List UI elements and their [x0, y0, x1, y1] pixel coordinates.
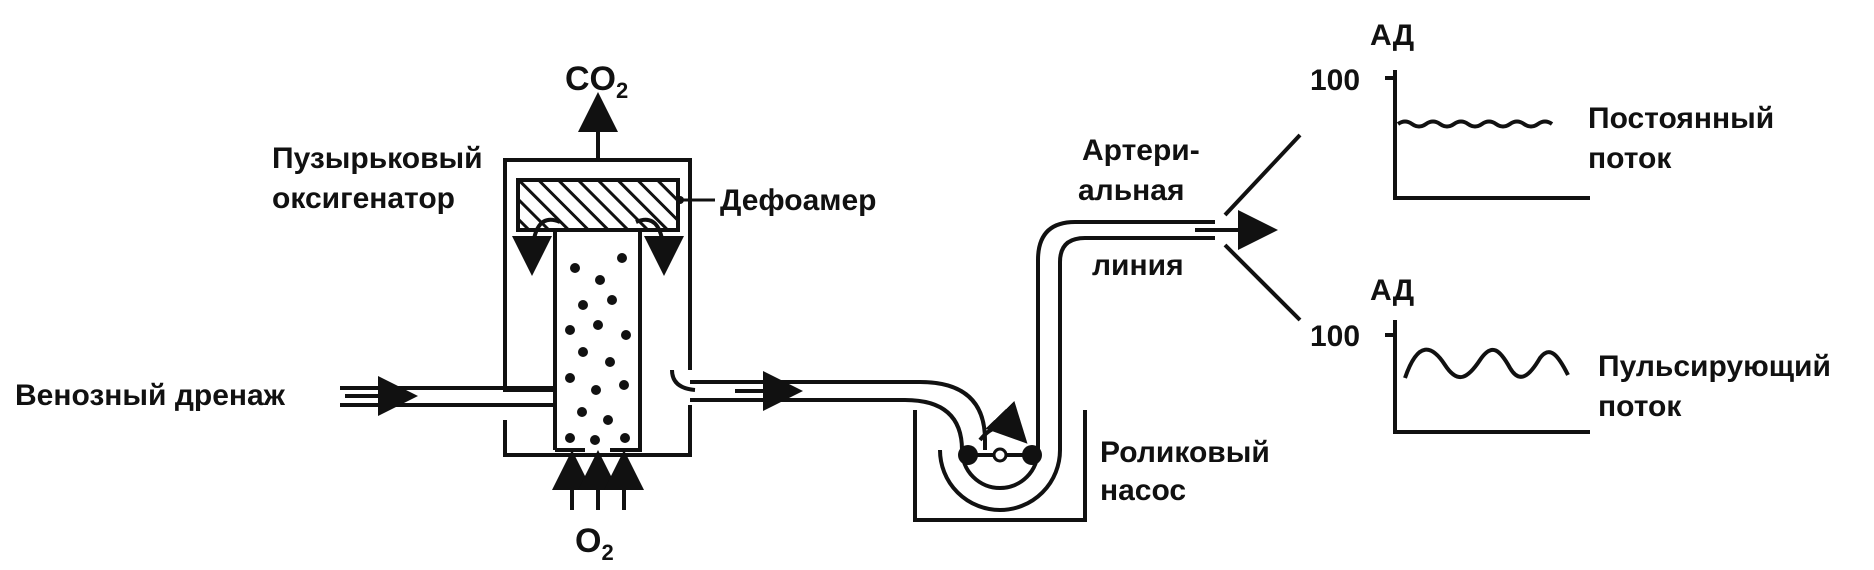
bubble: [593, 320, 603, 330]
arterial-tube-inner-wall: [1058, 236, 1215, 450]
roller-pump-label-line1: Роликовый: [1100, 436, 1270, 469]
outlet-tube-lower-wall: [690, 398, 964, 451]
bubble: [620, 433, 630, 443]
oxygenator-label-line1: Пузырьковый: [272, 142, 483, 175]
graph-pulsatile-axes: [1393, 320, 1590, 434]
defoamer-arches: [512, 217, 684, 276]
roller-pump-label-line2: насос: [1100, 474, 1186, 507]
o2-label: O2: [575, 522, 614, 565]
graph-pulsatile-series-label-line2: поток: [1598, 390, 1682, 423]
co2-label-main: CO: [565, 60, 616, 98]
bubble: [621, 330, 631, 340]
arterial-line-label-line1: Артери-: [1082, 134, 1200, 167]
defoamer-pointer-dot: [676, 196, 684, 204]
o2-label-subscript: 2: [601, 540, 613, 565]
bubble: [595, 275, 605, 285]
connector-to-pulsatile-graph: [1223, 243, 1302, 322]
bubble: [617, 253, 627, 263]
graph-pulsatile-series-label-line1: Пульсирующий: [1598, 350, 1831, 383]
oxygenator-outlet-tube: [670, 369, 987, 451]
arterial-line-label-line2: альная: [1078, 174, 1185, 207]
bubble: [591, 385, 601, 395]
outlet-inner-hook: [670, 369, 696, 392]
pump-housing: [913, 410, 1087, 522]
roller-pump: [913, 401, 1087, 522]
bubble: [603, 415, 613, 425]
venous-drainage-label: Венозный дренаж: [15, 379, 286, 412]
oxygen-bubbles: [565, 253, 631, 445]
co2-label: CO2: [565, 60, 628, 103]
graph-constant-tick-label: 100: [1310, 64, 1360, 97]
o2-label-main: O: [575, 522, 601, 560]
o2-inlet-arrows: [552, 450, 644, 510]
bubble: [578, 300, 588, 310]
outlet-tube-upper-wall: [690, 380, 987, 450]
graph-constant-waveform: [1396, 119, 1554, 129]
connector-to-constant-graph: [1223, 133, 1302, 217]
graph-pulsatile-flow: АД 100 Пульсирующий поток: [1310, 274, 1831, 434]
pump-rotation-arrow: [978, 401, 1028, 444]
graph-constant-flow: АД 100 Постоянный поток: [1310, 19, 1774, 200]
bubble: [570, 263, 580, 273]
bubble: [578, 347, 588, 357]
venous-inlet-tube: [340, 376, 555, 416]
pump-rotor-hub: [992, 447, 1008, 463]
defoamer-label: Дефоамер: [720, 184, 877, 217]
bubble: [565, 373, 575, 383]
oxygenator-label-line2: оксигенатор: [272, 182, 455, 215]
graph-constant-axes: [1393, 70, 1590, 200]
bubble: [590, 435, 600, 445]
graph-pulsatile-ylabel: АД: [1370, 274, 1414, 307]
graph-constant-ylabel: АД: [1370, 19, 1414, 52]
pump-roller-left: [958, 445, 978, 465]
bubble: [605, 357, 615, 367]
bubble: [577, 407, 587, 417]
bubble: [607, 295, 617, 305]
arterial-line-label-line3: линия: [1092, 249, 1184, 282]
arterial-line-tube: [1036, 133, 1302, 450]
pump-rollers: [958, 445, 1042, 465]
pump-tube-inner-arc: [960, 449, 1040, 490]
arterial-tube-outer-wall: [1036, 220, 1215, 450]
graph-constant-series-label-line2: поток: [1588, 142, 1672, 175]
graph-pulsatile-tick-label: 100: [1310, 320, 1360, 353]
pump-tube-outer-arc: [938, 449, 1062, 512]
bubble: [565, 325, 575, 335]
bubble: [619, 380, 629, 390]
bubble: [565, 433, 575, 443]
graph-pulsatile-waveform: [1403, 347, 1570, 379]
graph-constant-series-label-line1: Постоянный: [1588, 102, 1774, 135]
co2-label-subscript: 2: [616, 78, 628, 103]
